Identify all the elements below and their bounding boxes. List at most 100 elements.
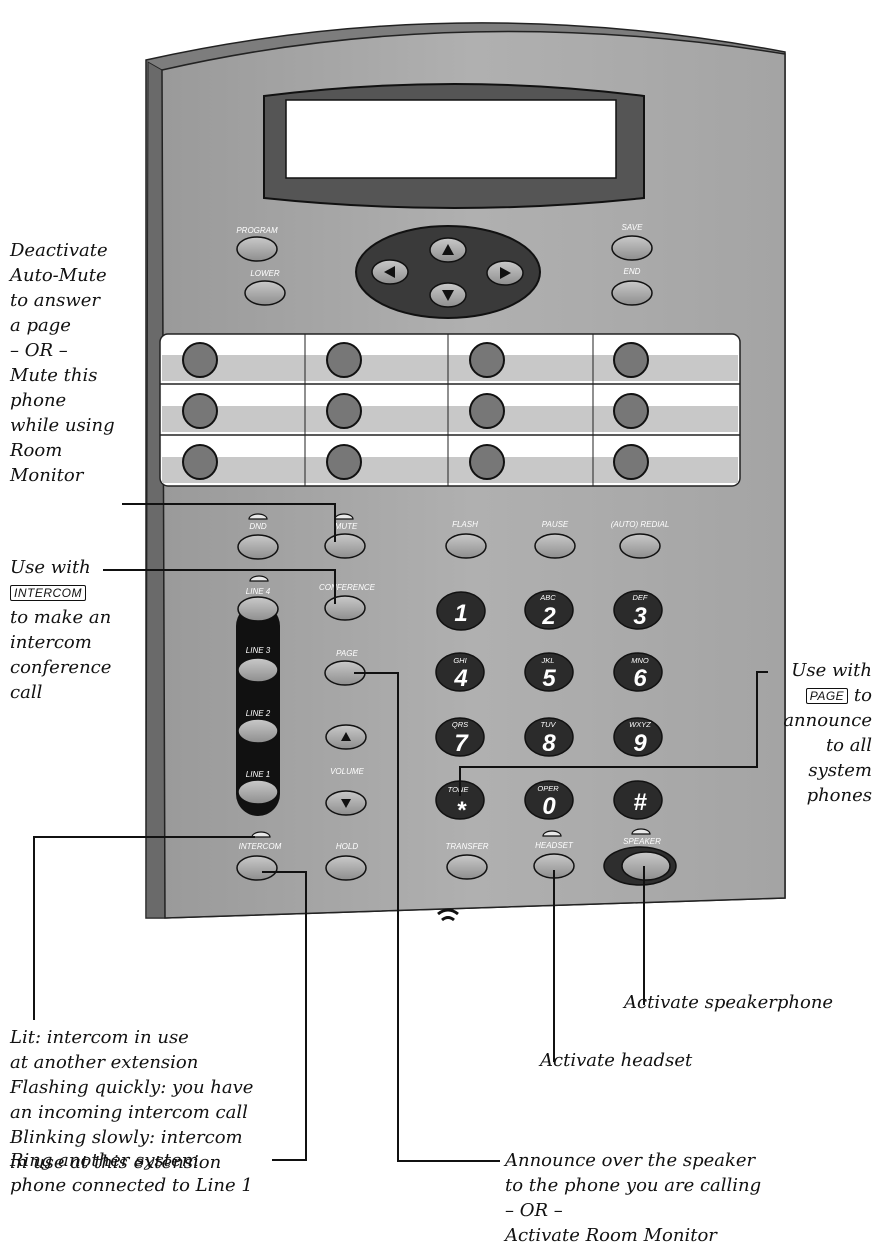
volume-label: VOLUME (330, 767, 364, 776)
key-3-digit: 3 (633, 603, 647, 630)
speaker-button[interactable]: SPEAKER (603, 837, 677, 886)
nav-left-button[interactable] (371, 259, 409, 285)
dnd-button[interactable]: DND (237, 522, 279, 560)
headset-led (542, 830, 562, 837)
line3-button[interactable]: LINE 3 (237, 646, 279, 683)
key-2[interactable]: ABC 2 (524, 590, 574, 630)
programmable-buttons-panel (159, 333, 741, 487)
line2-button[interactable]: LINE 2 (237, 709, 279, 744)
key-5-digit: 5 (542, 665, 556, 692)
flash-button[interactable]: FLASH (445, 520, 487, 559)
key-1[interactable]: 1 (436, 591, 486, 631)
conference-leader-line (103, 569, 336, 604)
key-8[interactable]: TUV 8 (524, 717, 574, 757)
save-button[interactable]: SAVE (611, 223, 653, 261)
page-button-leader-line (354, 672, 500, 1162)
prog-button-8[interactable] (613, 393, 649, 429)
key-3[interactable]: DEF 3 (613, 590, 663, 630)
lower-button[interactable]: LOWER (244, 269, 286, 306)
key-6[interactable]: MNO 6 (613, 652, 663, 692)
pause-button[interactable]: PAUSE (534, 520, 576, 559)
key-7[interactable]: QRS 7 (435, 717, 485, 757)
annotation-line: an incoming intercom call (10, 1102, 248, 1123)
annotation-line: phones (806, 785, 872, 806)
prog-button-6[interactable] (326, 393, 362, 429)
speaker-annotation: Activate speakerphone (624, 990, 833, 1015)
prog-button-9[interactable] (182, 444, 218, 480)
key-0-letters: OPER (537, 784, 559, 793)
intercom-button[interactable]: INTERCOM (236, 842, 282, 881)
line2-label: LINE 2 (246, 709, 271, 718)
end-button[interactable]: END (611, 267, 653, 306)
lcd-display (263, 83, 645, 209)
prog-button-5[interactable] (182, 393, 218, 429)
key-8-letters: TUV (541, 720, 557, 729)
left-arrow-icon (384, 266, 395, 278)
down-arrow-icon (442, 290, 454, 301)
annotation-line: in use at this extension (10, 1152, 222, 1173)
line4-label: LINE 4 (246, 587, 271, 596)
line-buttons-column (236, 604, 280, 816)
annotation-line: conference (10, 657, 112, 678)
annotation-line: Monitor (10, 465, 84, 486)
prog-button-11[interactable] (469, 444, 505, 480)
prog-button-7[interactable] (469, 393, 505, 429)
line1-button[interactable]: LINE 1 (237, 770, 279, 805)
prog-button-1[interactable] (182, 342, 218, 378)
prog-button-3[interactable] (469, 342, 505, 378)
annotation-line: to the phone you are calling (505, 1175, 762, 1196)
key-hash-digit: # (633, 789, 647, 816)
star-key-leader-line (459, 671, 768, 796)
hold-button[interactable]: HOLD (325, 842, 367, 881)
redial-button[interactable]: (AUTO) REDIAL (611, 520, 670, 559)
annotation-line: Activate headset (540, 1050, 693, 1071)
line1-label: LINE 1 (246, 770, 270, 779)
key-4-digit: 4 (453, 665, 467, 692)
program-button[interactable]: PROGRAM (236, 226, 278, 262)
annotation-line: to all (825, 735, 872, 756)
key-7-letters: QRS (452, 720, 468, 729)
dnd-led (248, 513, 268, 520)
annotation-line: phone connected to Line 1 (10, 1175, 253, 1196)
volume-down-button[interactable] (325, 790, 367, 816)
key-6-digit: 6 (633, 665, 647, 692)
pause-label: PAUSE (542, 520, 569, 529)
annotation-line: Room (10, 440, 63, 461)
mute-annotation: Deactivate Auto-Mute to answer a page – … (10, 238, 115, 488)
key-8-digit: 8 (542, 730, 556, 757)
transfer-label: TRANSFER (445, 842, 488, 851)
volume-up-icon (341, 732, 351, 741)
annotation-line: Activate Room Monitor (505, 1225, 717, 1246)
key-9[interactable]: WXYZ 9 (613, 717, 663, 757)
keypad: 1 ABC 2 DEF 3 GHI 4 JKL 5 MNO 6 (435, 590, 663, 824)
transfer-button[interactable]: TRANSFER (445, 842, 489, 880)
annotation-line: Deactivate (10, 240, 108, 261)
key-5[interactable]: JKL 5 (524, 652, 574, 692)
annotation-line: Blinking slowly: intercom (10, 1127, 243, 1148)
headset-annotation: Activate headset (540, 1048, 692, 1073)
conference-annotation: Use with INTERCOM to make an intercom co… (10, 555, 111, 705)
nav-up-button[interactable] (429, 237, 467, 263)
volume-up-button[interactable] (325, 724, 367, 750)
key-hash[interactable]: # (613, 780, 663, 820)
line4-button[interactable]: LINE 4 (237, 587, 279, 622)
annotation-line: Lit: intercom in use (10, 1027, 189, 1048)
prog-button-4[interactable] (613, 342, 649, 378)
mute-leader-line (122, 503, 336, 542)
intercom-button-leader-line (262, 871, 307, 1161)
nav-right-button[interactable] (486, 260, 524, 286)
annotation-line: Flashing quickly: you have (10, 1077, 254, 1098)
page-button[interactable]: PAGE (324, 649, 366, 686)
annotation-line: Use with (10, 557, 91, 578)
prog-button-2[interactable] (326, 342, 362, 378)
nav-down-button[interactable] (429, 282, 467, 308)
prog-button-10[interactable] (326, 444, 362, 480)
annotation-line: Activate speakerphone (624, 992, 834, 1013)
annotation-line: call (10, 682, 43, 703)
key-4[interactable]: GHI 4 (435, 652, 485, 692)
prog-button-12[interactable] (613, 444, 649, 480)
conference-label: CONFERENCE (319, 583, 376, 592)
key-0[interactable]: OPER 0 (524, 780, 574, 820)
annotation-line: at another extension (10, 1052, 199, 1073)
